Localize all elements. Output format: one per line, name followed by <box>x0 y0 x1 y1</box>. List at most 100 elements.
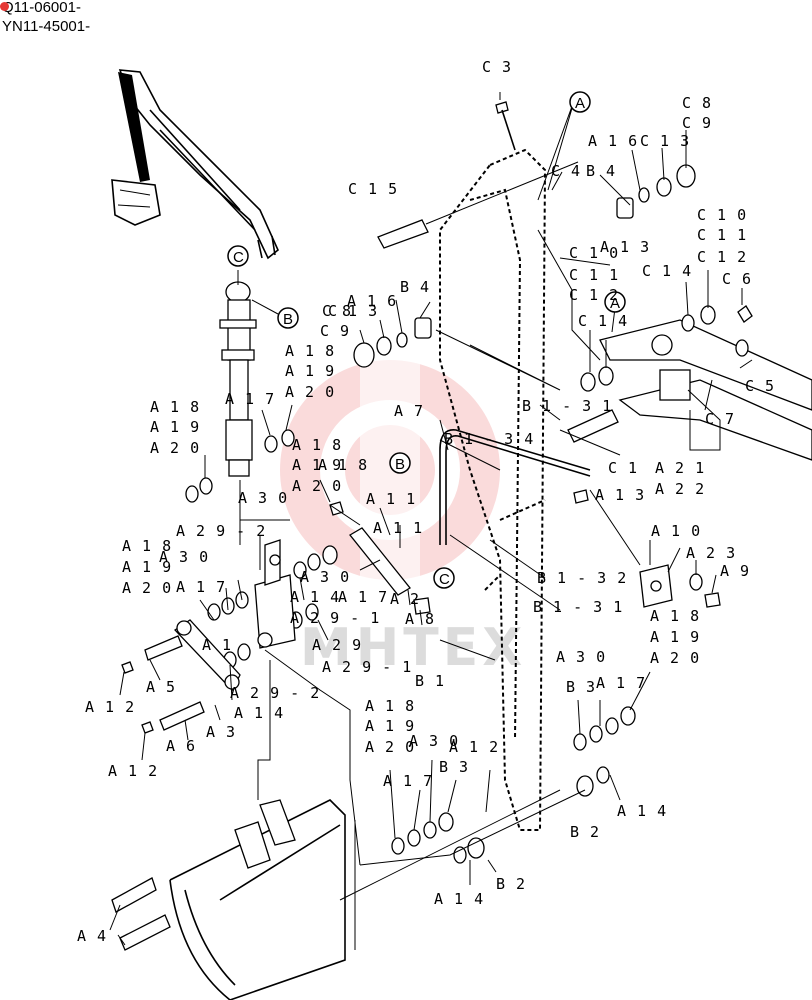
label-a20-cyl: A 2 0 <box>285 383 335 401</box>
label-a20-l: A 2 0 <box>150 439 200 457</box>
label-a19-r: A 1 9 <box>650 628 700 646</box>
label-a13-right: A 1 3 <box>595 486 645 504</box>
link-a2 <box>349 527 411 596</box>
label-a18-mid: A 1 8 <box>292 436 342 454</box>
bucket <box>169 799 356 1000</box>
label-a14-m: A 1 4 <box>290 588 340 606</box>
label-a5: A 5 <box>146 678 176 696</box>
label-c9-left: C 9 <box>320 322 350 340</box>
pins <box>111 219 619 951</box>
label-c12-right: C 1 2 <box>697 248 747 266</box>
label-a3: A 3 <box>206 723 236 741</box>
label-a18-r: A 1 8 <box>650 607 700 625</box>
label-c13-top: C 1 3 <box>640 132 690 150</box>
arm-cylinder <box>219 270 257 477</box>
label-a29-1-m: A 2 9 - 1 <box>290 609 380 627</box>
label-a19-b: A 1 9 <box>365 717 415 735</box>
label-a18-b: A 1 8 <box>365 697 415 715</box>
label-c14-mid: C 1 4 <box>578 312 628 330</box>
label-a20-mid: A 2 0 <box>292 477 342 495</box>
callout-b-pipe: B <box>389 452 411 474</box>
label-a8: A 8 <box>405 610 435 628</box>
label-a30-b: A 3 0 <box>409 732 459 750</box>
label-c9-top: C 9 <box>682 114 712 132</box>
callout-a-right: A <box>604 291 626 313</box>
label-b1-32: B 1 - 3 2 <box>537 569 627 587</box>
label-a30-l: A 3 0 <box>159 548 209 566</box>
label-a17-cyl: A 1 7 <box>225 390 275 408</box>
label-c10-right: C 1 0 <box>697 206 747 224</box>
label-a9: A 9 <box>720 562 750 580</box>
logo-dot-icon <box>0 2 9 11</box>
label-c11-right: C 1 1 <box>697 226 747 244</box>
label-a30-r: A 3 0 <box>556 648 606 666</box>
label-a17-m: A 1 7 <box>338 588 388 606</box>
label-a7: A 7 <box>394 402 424 420</box>
label-a17-b: A 1 7 <box>383 772 433 790</box>
label-b2-r: B 2 <box>570 823 600 841</box>
label-a19-mid: A 1 9 <box>292 456 342 474</box>
label-b1: B 1 <box>415 672 445 690</box>
label-a14-a: A 1 4 <box>234 704 284 722</box>
boom-connection-bracket <box>599 319 812 461</box>
link-a1 <box>173 619 241 692</box>
arm-dashed-outline <box>439 148 547 831</box>
label-c1: C 1 <box>608 459 638 477</box>
label-c12-mid: C 1 2 <box>569 286 619 304</box>
serial-range-1: Q11-06001- <box>2 0 81 16</box>
label-a20-r: A 2 0 <box>650 649 700 667</box>
label-b3-b: B 3 <box>439 758 469 776</box>
label-c15: C 1 5 <box>348 180 398 198</box>
excavator-arm-thumbnail <box>111 69 279 260</box>
label-a30-top: A 3 0 <box>238 489 288 507</box>
label-a19-cyl: A 1 9 <box>285 362 335 380</box>
svg-text:A: A <box>610 295 620 312</box>
leader-lines <box>109 92 753 946</box>
label-a19-l: A 1 9 <box>150 418 200 436</box>
label-a20-b: A 2 0 <box>365 738 415 756</box>
label-a11-a: A 1 1 <box>366 490 416 508</box>
watermark-logo-icon <box>280 340 500 600</box>
label-a18-l: A 1 8 <box>150 398 200 416</box>
callout-c-cylinder: C <box>227 245 249 267</box>
serial-range-2: YN11-45001- <box>2 18 91 35</box>
label-a18-cyl: A 1 8 <box>285 342 335 360</box>
label-c11-mid: C 1 1 <box>569 266 619 284</box>
svg-text:C: C <box>233 249 244 266</box>
label-a12-c: A 1 2 <box>449 738 499 756</box>
label-a13-mid: A 1 3 <box>600 238 650 256</box>
part-labels: C 3 C 8 C 9 A 1 6 C 1 3 C 4 B 4 C 1 5 C … <box>77 58 775 945</box>
label-c5: C 5 <box>745 377 775 395</box>
label-a18-ll: A 1 8 <box>122 537 172 555</box>
label-a16-top: A 1 6 <box>588 132 638 150</box>
bucket-link <box>254 539 296 649</box>
label-c3: C 3 <box>482 58 512 76</box>
label-a1: A 1 <box>202 636 232 654</box>
label-a20-ll: A 2 0 <box>122 579 172 597</box>
label-a30-m: A 3 0 <box>300 568 350 586</box>
label-a17-r: A 1 7 <box>596 674 646 692</box>
svg-text:B: B <box>283 311 293 328</box>
label-a16-left: A 1 6 <box>347 292 397 310</box>
svg-text:B: B <box>395 456 405 473</box>
label-a6: A 6 <box>166 737 196 755</box>
bolts <box>121 101 753 734</box>
label-b1-34: B 1 - 3 4 <box>444 430 534 448</box>
label-c6: C 6 <box>722 270 752 288</box>
label-a10: A 1 0 <box>651 522 701 540</box>
label-b1-31-top: B 1 - 3 1 <box>522 397 612 415</box>
bracket-a10 <box>639 564 673 608</box>
label-b3-r: B 3 <box>566 678 596 696</box>
label-a22: A 2 2 <box>655 480 705 498</box>
label-c8-top: C 8 <box>682 94 712 112</box>
watermark-text: MHTEX <box>300 618 526 678</box>
label-a21: A 2 1 <box>655 459 705 477</box>
label-a12-a: A 1 2 <box>85 698 135 716</box>
label-a14-b: A 1 4 <box>434 890 484 908</box>
label-b1-31-low: B 1 - 3 1 <box>533 598 623 616</box>
label-b2-b: B 2 <box>496 875 526 893</box>
label-b4-left: B 4 <box>400 278 430 296</box>
label-a4: A 4 <box>77 927 107 945</box>
label-a12-b: A 1 2 <box>108 762 158 780</box>
label-c8-left: C 8 <box>322 302 352 320</box>
